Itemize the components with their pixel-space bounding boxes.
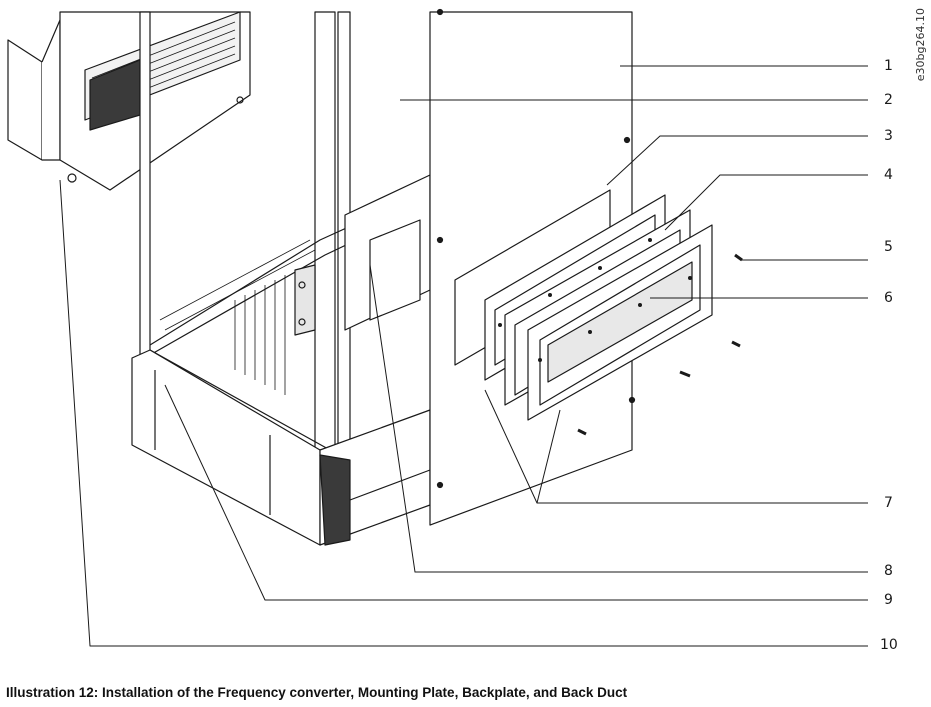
callout-7: 7 (884, 495, 893, 511)
callout-4: 4 (884, 167, 893, 183)
callout-5: 5 (884, 239, 893, 255)
callout-10: 10 (880, 637, 898, 653)
figure-caption: Illustration 12: Installation of the Fre… (6, 685, 628, 700)
pedestal-base (131, 349, 431, 546)
enclosure-frame (139, 11, 431, 461)
callout-8: 8 (884, 563, 893, 579)
leader-lines (59, 65, 868, 647)
frequency-converter (7, 11, 251, 191)
callout-1: 1 (884, 58, 893, 74)
callout-2: 2 (884, 92, 893, 108)
callout-9: 9 (884, 592, 893, 608)
callout-3: 3 (884, 128, 893, 144)
exploded-assembly-drawing (7, 8, 868, 647)
document-id: e30bg264.10 (914, 8, 927, 82)
callout-6: 6 (884, 290, 893, 306)
back-duct-assembly (454, 189, 743, 436)
